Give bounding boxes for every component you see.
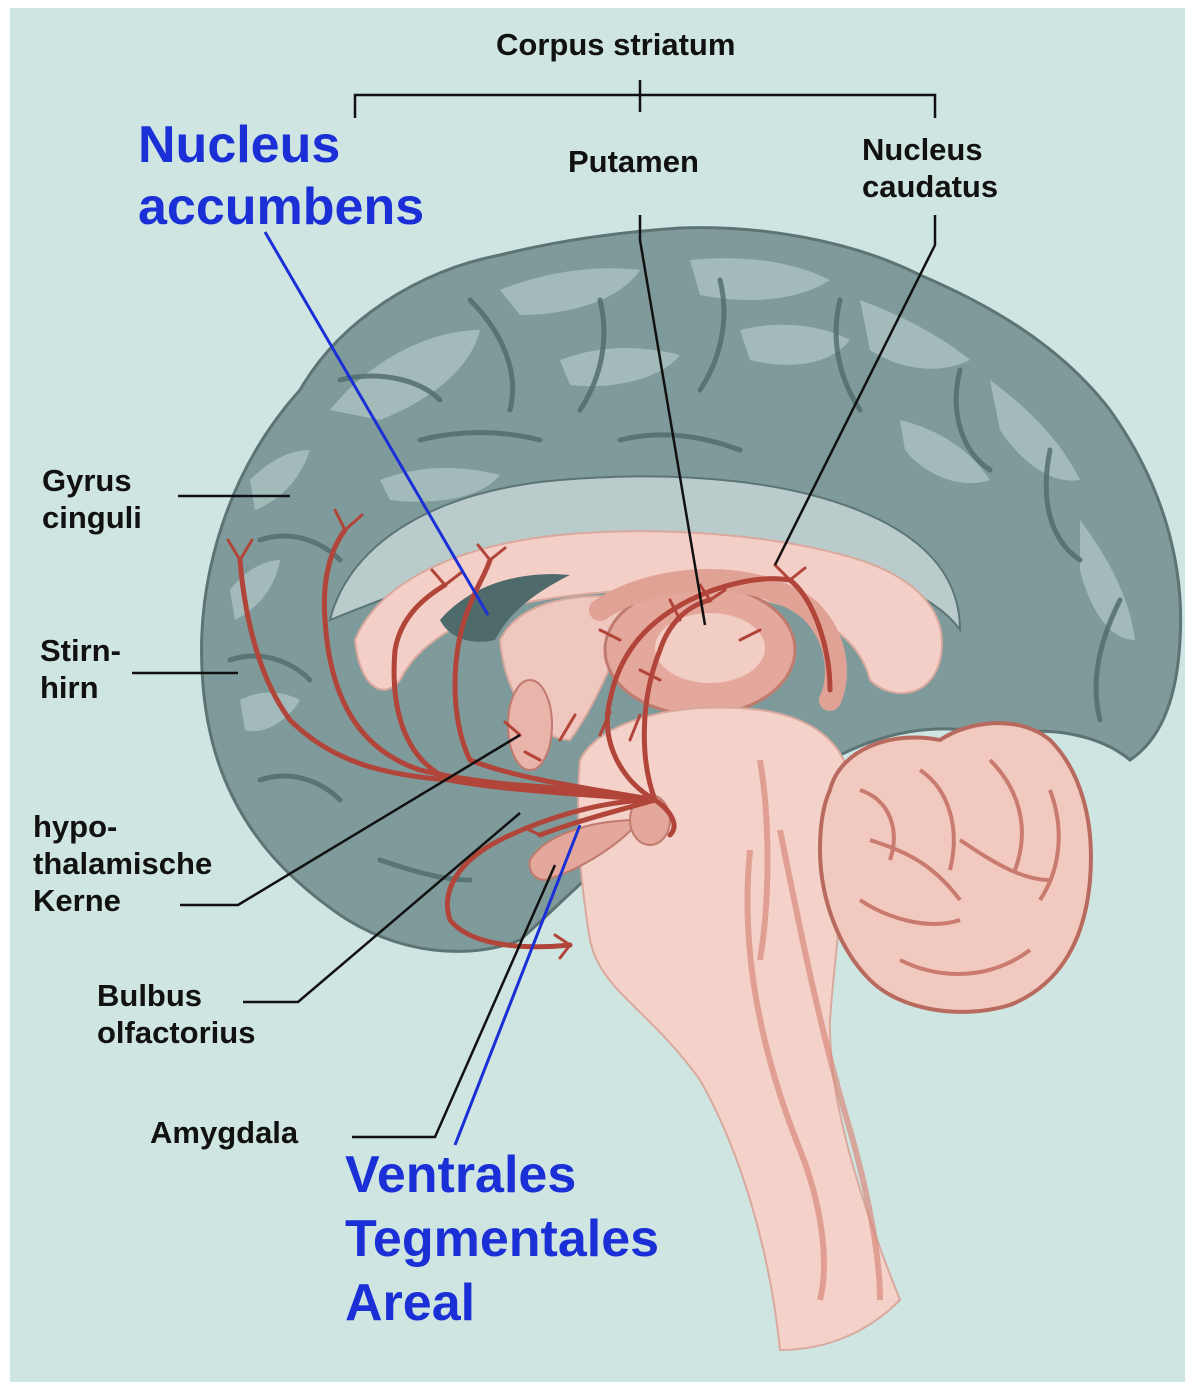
label-gyrus-cinguli-line2: cinguli xyxy=(42,499,142,536)
label-bulbus-olfactorius: Bulbus olfactorius xyxy=(97,977,255,1051)
label-nucleus-caudatus: Nucleus caudatus xyxy=(862,131,998,205)
label-vta-line2: Tegmentales xyxy=(345,1207,659,1271)
label-putamen: Putamen xyxy=(568,143,699,180)
label-vta-line1: Ventrales xyxy=(345,1143,659,1207)
label-hypothalamische-kerne-line1: hypo- xyxy=(33,808,212,845)
label-hypothalamische-kerne: hypo- thalamische Kerne xyxy=(33,808,212,919)
label-corpus-striatum: Corpus striatum xyxy=(496,26,735,63)
label-ventrales-tegmentales-areal: Ventrales Tegmentales Areal xyxy=(345,1143,659,1335)
label-hypothalamische-kerne-line2: thalamische xyxy=(33,845,212,882)
label-stirnhirn: Stirn- hirn xyxy=(40,632,121,706)
hypothalamus xyxy=(508,680,552,770)
label-stirnhirn-line1: Stirn- xyxy=(40,632,121,669)
cerebellum xyxy=(820,723,1091,1012)
label-hypothalamische-kerne-line3: Kerne xyxy=(33,882,212,919)
label-nucleus-caudatus-line1: Nucleus xyxy=(862,131,998,168)
label-gyrus-cinguli: Gyrus cinguli xyxy=(42,462,142,536)
label-amygdala: Amygdala xyxy=(150,1114,298,1151)
label-bulbus-olfactorius-line2: olfactorius xyxy=(97,1014,255,1051)
label-bulbus-olfactorius-line1: Bulbus xyxy=(97,977,255,1014)
label-nucleus-caudatus-line2: caudatus xyxy=(862,168,998,205)
label-vta-line3: Areal xyxy=(345,1271,659,1335)
label-nucleus-accumbens-line1: Nucleus xyxy=(138,114,424,176)
label-nucleus-accumbens: Nucleus accumbens xyxy=(138,114,424,238)
label-stirnhirn-line2: hirn xyxy=(40,669,121,706)
label-gyrus-cinguli-line1: Gyrus xyxy=(42,462,142,499)
label-nucleus-accumbens-line2: accumbens xyxy=(138,176,424,238)
